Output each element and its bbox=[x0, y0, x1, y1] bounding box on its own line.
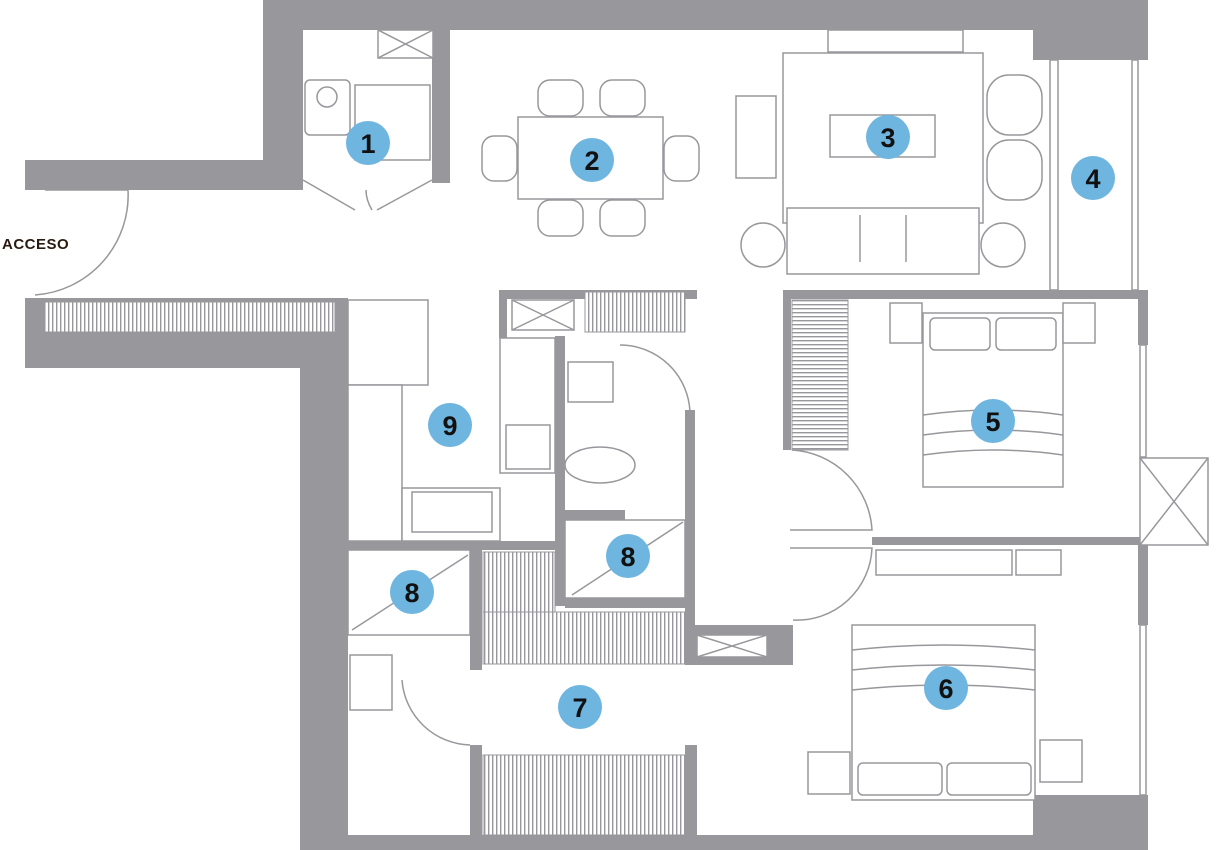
svg-text:4: 4 bbox=[1085, 164, 1100, 194]
room-markers: 1 2 3 4 5 6 7 8 8 9 bbox=[346, 115, 1115, 729]
room-marker-1[interactable]: 1 bbox=[346, 121, 390, 165]
furniture bbox=[304, 29, 1096, 801]
room-marker-7[interactable]: 7 bbox=[558, 685, 602, 729]
svg-text:9: 9 bbox=[442, 411, 457, 441]
doors bbox=[34, 179, 873, 746]
svg-text:1: 1 bbox=[360, 129, 375, 159]
svg-text:5: 5 bbox=[985, 407, 1000, 437]
windows bbox=[1049, 59, 1209, 796]
room-marker-2[interactable]: 2 bbox=[570, 138, 614, 182]
room-marker-9[interactable]: 9 bbox=[428, 403, 472, 447]
room-marker-3[interactable]: 3 bbox=[866, 115, 910, 159]
svg-text:3: 3 bbox=[880, 123, 895, 153]
room-marker-8b[interactable]: 8 bbox=[390, 570, 434, 614]
svg-text:2: 2 bbox=[584, 146, 599, 176]
room-marker-8a[interactable]: 8 bbox=[606, 534, 650, 578]
svg-text:6: 6 bbox=[938, 674, 953, 704]
svg-text:7: 7 bbox=[572, 693, 587, 723]
room-marker-6[interactable]: 6 bbox=[924, 666, 968, 710]
svg-text:8: 8 bbox=[404, 578, 419, 608]
entrance-label: ACCESO bbox=[2, 236, 70, 253]
room-marker-4[interactable]: 4 bbox=[1071, 156, 1115, 200]
svg-text:8: 8 bbox=[620, 542, 635, 572]
room-marker-5[interactable]: 5 bbox=[971, 399, 1015, 443]
closets bbox=[44, 29, 849, 836]
